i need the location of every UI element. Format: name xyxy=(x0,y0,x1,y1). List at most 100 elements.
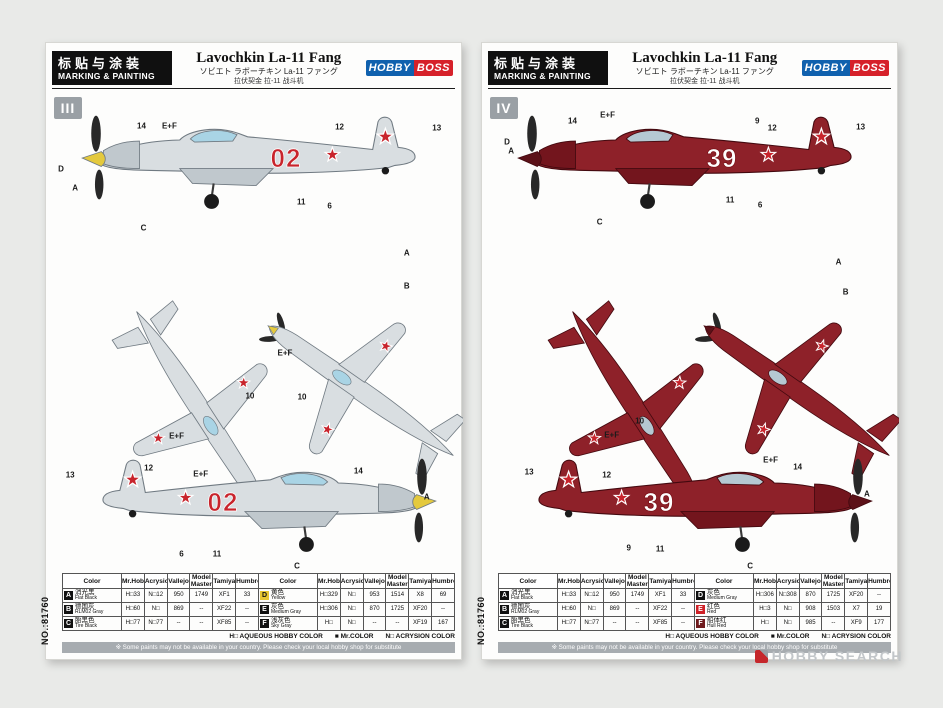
paint-column-header: Model Master xyxy=(385,573,410,589)
paint-name-chinese: 消光黑 xyxy=(75,589,95,597)
paint-name-chinese: 黄色 xyxy=(270,589,284,597)
paint-code-cell: 19 xyxy=(867,602,891,617)
paint-letter-badge: C xyxy=(64,619,73,628)
paint-code-cell: 950 xyxy=(166,588,191,603)
callout-label: 12 xyxy=(602,470,612,480)
paint-code-cell: 1503 xyxy=(821,602,846,617)
kit-title-japanese: ソビエト ラボーチキン La-11 ファング xyxy=(635,67,774,76)
callout-label: A xyxy=(864,489,870,499)
paint-column-header: Humbrol xyxy=(431,573,455,589)
paint-name-chinese: 德国灰 xyxy=(75,603,95,611)
paint-code-cell: 870 xyxy=(798,588,823,603)
callout-label: 11 xyxy=(212,549,222,559)
scheme-artwork-svg: 02 02 xyxy=(46,93,463,571)
hobbysearch-text: HOBBY SEARCH xyxy=(771,648,903,664)
paint-code-cell: XF9 xyxy=(844,616,869,631)
paint-code-cell: 908 xyxy=(798,602,823,617)
marking-painting-chinese: 标贴与涂装 xyxy=(494,55,580,71)
kit-number: NO.:81760 xyxy=(40,596,50,645)
hobbyboss-logo-boss: BOSS xyxy=(849,60,889,76)
title-block: Lavochkin La-11 Fang ソビエト ラボーチキン La-11 フ… xyxy=(614,50,796,86)
callout-label: D xyxy=(504,137,510,147)
marking-painting-english: MARKING & PAINTING xyxy=(494,70,591,81)
callout-label: 14 xyxy=(793,462,803,472)
paint-code-cell: 167 xyxy=(431,616,455,631)
paint-code-cell: -- xyxy=(189,602,214,617)
paint-letter-badge: B xyxy=(64,605,73,614)
substitute-note: ※ Some paints may not be available in yo… xyxy=(62,642,455,653)
aircraft-number: 02 xyxy=(271,143,302,173)
paint-code-cell: N□ xyxy=(339,588,364,603)
paint-code-cell: N□77 xyxy=(143,616,168,631)
paint-code-cell: XF85 xyxy=(648,616,673,631)
paint-code-cell: XF1 xyxy=(648,588,673,603)
paint-code-cell: XF20 xyxy=(844,588,869,603)
paint-letter-badge: D xyxy=(695,591,705,600)
substitute-note: ※ Some paints may not be available in yo… xyxy=(498,642,891,653)
hobbyboss-logo-boss: BOSS xyxy=(413,60,453,76)
paint-code-cell: -- xyxy=(166,616,191,631)
paint-code-cell: 953 xyxy=(362,588,387,603)
callout-label: 10 xyxy=(635,416,645,426)
callout-label: 13 xyxy=(65,470,75,480)
paint-code-cell: -- xyxy=(235,616,259,631)
paint-column-header: Mr.Hobby xyxy=(316,573,341,589)
callout-label: E+F xyxy=(600,110,615,120)
callout-label: E+F xyxy=(161,121,177,131)
paint-letter-badge: A xyxy=(500,591,509,600)
callout-label: 13 xyxy=(524,467,534,477)
paint-code-cell: H□33 xyxy=(557,588,581,603)
callout-label: E+F xyxy=(604,430,620,440)
paint-letter-badge: E xyxy=(695,605,705,614)
paint-name-chinese: 船体红 xyxy=(706,617,727,625)
paint-code-cell: H□306 xyxy=(752,588,777,603)
callout-label: 6 xyxy=(327,201,332,211)
hobbysearch-watermark: HOBBY SEARCH xyxy=(754,648,903,664)
paint-name-chinese: 灰色 xyxy=(706,589,720,597)
paint-column-header: Humbrol xyxy=(671,573,695,589)
hobbysearch-logo-icon xyxy=(754,649,768,663)
aircraft-side-view-top xyxy=(82,116,415,209)
paint-code-cell: H□77 xyxy=(121,616,145,631)
paint-name-chinese: 消光黑 xyxy=(511,589,531,597)
paint-code-cell: H□3 xyxy=(752,602,777,617)
paint-code-cell: -- xyxy=(235,602,259,617)
scheme-number-badge: IV xyxy=(490,97,518,119)
legend-aqueous: H□ AQUEOUS HOBBY COLOR xyxy=(665,633,759,640)
callout-label: 14 xyxy=(568,116,577,126)
paint-code-cell: XF22 xyxy=(648,602,673,617)
paint-code-cell: -- xyxy=(625,602,650,617)
paint-column-header: Tamiya xyxy=(408,573,433,589)
marking-painting-chinese: 标贴与涂装 xyxy=(58,55,144,71)
aircraft-number: 39 xyxy=(707,143,738,173)
callout-label: 10 xyxy=(245,391,255,401)
kit-title-chinese: 拉伏契金 拉-11 战斗机 xyxy=(670,78,740,85)
paint-code-cell: -- xyxy=(602,616,627,631)
kit-number: NO.:81760 xyxy=(476,596,486,645)
page-header: 标贴与涂装 MARKING & PAINTING Lavochkin La-11… xyxy=(52,48,455,89)
paint-name-english: Tire Black xyxy=(75,623,98,630)
paint-code-cell: -- xyxy=(385,616,410,631)
paint-code-cell: N□12 xyxy=(143,588,168,603)
paint-column-header: Acrysion xyxy=(775,573,800,589)
title-block: Lavochkin La-11 Fang ソビエト ラボーチキン La-11 フ… xyxy=(178,50,360,86)
callout-label: 11 xyxy=(655,544,665,554)
paint-letter-badge: B xyxy=(500,605,509,614)
paint-code-cell: 869 xyxy=(166,602,191,617)
callout-label: A xyxy=(508,146,515,156)
